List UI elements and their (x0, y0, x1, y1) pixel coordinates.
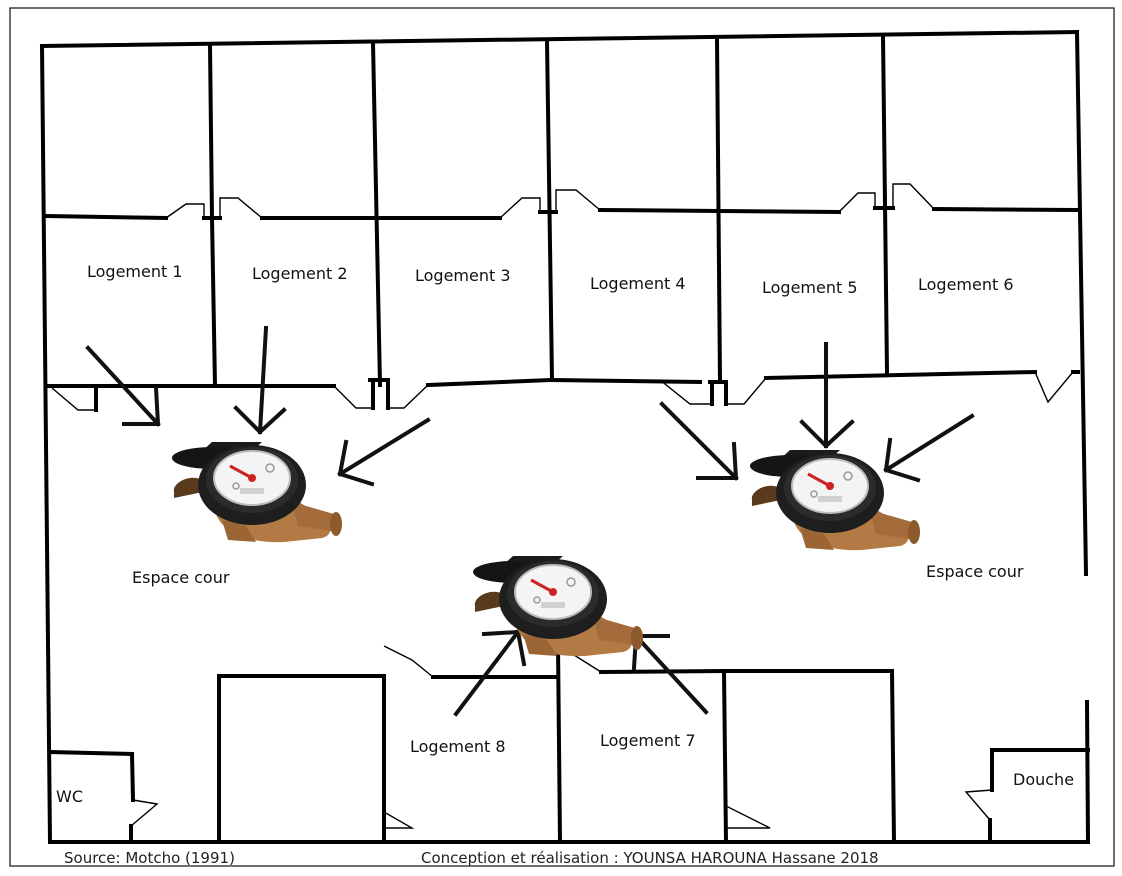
source-caption: Source: Motcho (1991) (64, 849, 235, 867)
walls (39, 29, 1091, 845)
door-swings (51, 183, 1074, 829)
arrow-icon (883, 413, 975, 483)
credit-caption: Conception et réalisation : YOUNSA HAROU… (421, 849, 879, 867)
image-frame (9, 7, 1115, 867)
room-label-logement-6: Logement 6 (918, 275, 1014, 294)
arrow-icon (233, 325, 287, 435)
courtyard-label-left: Espace cour (132, 568, 230, 587)
room-label-logement-2: Logement 2 (252, 264, 348, 283)
arrow-icon (85, 345, 161, 427)
room-label-logement-3: Logement 3 (415, 266, 511, 285)
water-meter-icon (170, 440, 344, 544)
arrow-icon (659, 401, 739, 481)
arrows (85, 325, 975, 717)
water-meter-icon (471, 554, 645, 658)
room-label-logement-8: Logement 8 (410, 737, 506, 756)
arrow-icon (799, 342, 855, 449)
douche-label: Douche (1013, 770, 1075, 789)
arrow-icon (453, 629, 527, 717)
room-label-logement-7: Logement 7 (600, 731, 696, 750)
arrow-icon (337, 417, 431, 487)
room-label-logement-5: Logement 5 (762, 278, 858, 297)
wc-label: WC (56, 787, 83, 806)
courtyard-label-right: Espace cour (926, 562, 1024, 581)
room-label-logement-1: Logement 1 (87, 262, 183, 281)
arrow-icon (631, 633, 709, 715)
room-label-logement-4: Logement 4 (590, 274, 686, 293)
